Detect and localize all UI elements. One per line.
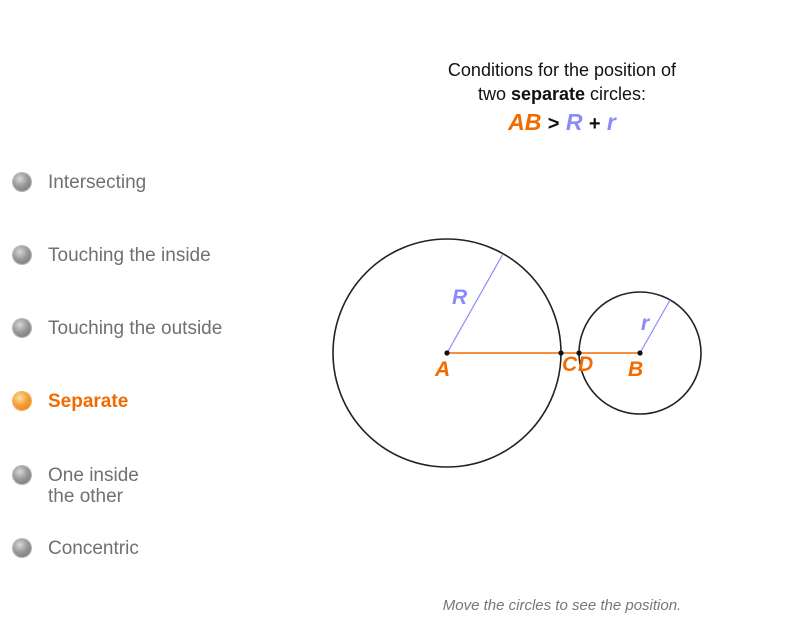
- radio-icon[interactable]: [13, 319, 31, 337]
- title-line-2-post: circles:: [585, 84, 647, 104]
- label-big-r: R: [452, 286, 468, 309]
- radio-icon[interactable]: [13, 173, 31, 191]
- option-separate[interactable]: Separate: [13, 391, 128, 412]
- radio-icon[interactable]: [13, 539, 31, 557]
- point-c: [558, 350, 564, 356]
- label-b: B: [628, 358, 643, 381]
- label-a: A: [434, 358, 450, 381]
- title-line-2: two separate circles:: [380, 82, 744, 106]
- formula-greater-than: >: [547, 113, 560, 135]
- title-line-1: Conditions for the position of: [447, 60, 677, 80]
- hint-text: Move the circles to see the position.: [442, 597, 682, 614]
- point-b[interactable]: [637, 350, 643, 356]
- option-label: One inside the other: [48, 465, 139, 507]
- radio-icon[interactable]: [13, 246, 31, 264]
- option-touching-outside[interactable]: Touching the outside: [13, 318, 222, 339]
- formula-ab: AB: [508, 109, 542, 135]
- label-small-r: r: [641, 312, 651, 335]
- option-touching-inside[interactable]: Touching the inside: [13, 245, 211, 266]
- title-line-2-bold: separate: [510, 84, 586, 104]
- radius-small: [639, 299, 671, 354]
- option-label: Touching the inside: [48, 245, 211, 266]
- point-a[interactable]: [444, 350, 450, 356]
- formula-plus: +: [588, 113, 601, 135]
- formula: AB > R + r: [380, 110, 744, 136]
- radio-icon[interactable]: [13, 466, 31, 484]
- option-label: Concentric: [48, 538, 139, 559]
- radio-icon[interactable]: [13, 392, 31, 410]
- condition-title: Conditions for the position of two separ…: [380, 58, 744, 136]
- point-d: [576, 350, 582, 356]
- label-c: C: [562, 353, 578, 376]
- option-intersecting[interactable]: Intersecting: [13, 172, 146, 193]
- option-one-inside[interactable]: One inside the other: [13, 465, 139, 507]
- option-label: Touching the outside: [48, 318, 223, 339]
- option-label: Separate: [48, 391, 129, 412]
- formula-small-r: r: [606, 109, 616, 135]
- option-concentric[interactable]: Concentric: [13, 538, 139, 559]
- radius-big: [446, 253, 504, 354]
- option-label: Intersecting: [48, 172, 147, 193]
- formula-big-r: R: [565, 109, 583, 135]
- label-d: D: [578, 353, 593, 376]
- title-line-2-pre: two: [477, 84, 511, 104]
